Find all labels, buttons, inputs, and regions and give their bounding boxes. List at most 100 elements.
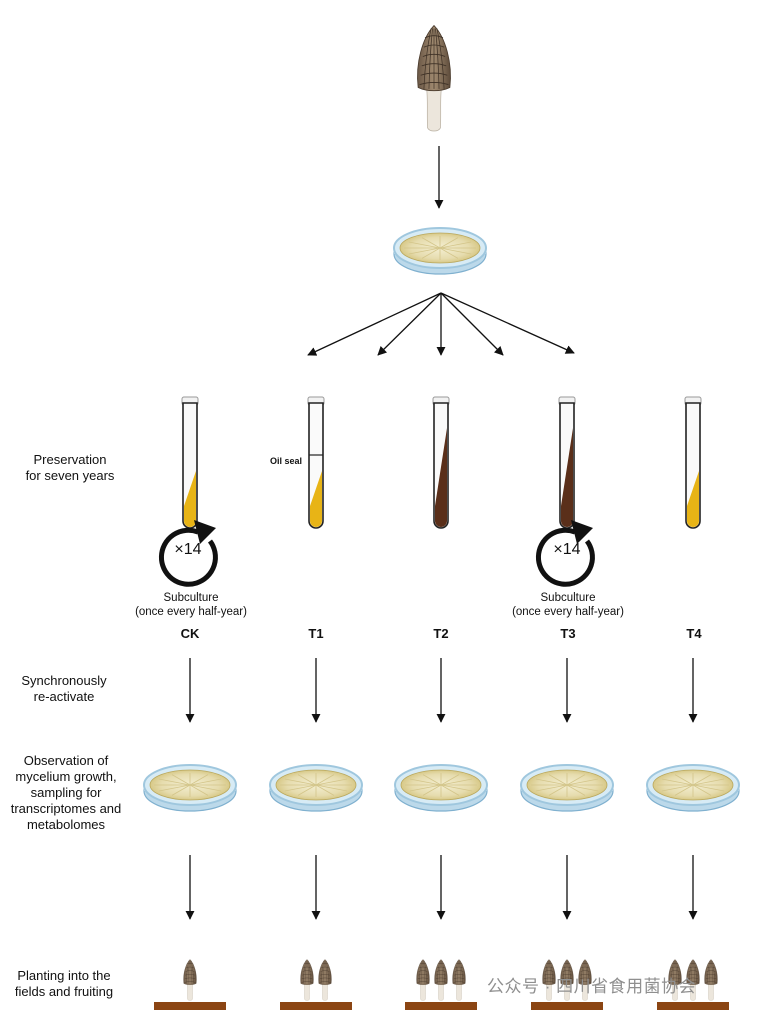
fruiting-morel-ck-1 [183, 959, 197, 1001]
morel-ridge [423, 28, 432, 89]
oil-seal-label: Oil seal [270, 456, 303, 466]
subculture-line2-t3: (once every half-year) [512, 606, 624, 618]
morel-ridge [567, 960, 570, 985]
subculture-line1-t3: Subculture [540, 592, 596, 604]
group-label-t4: T4 [686, 626, 702, 641]
morel-ridge [441, 960, 446, 985]
mycelium-strand [439, 237, 459, 249]
morel-stem [303, 982, 311, 1001]
mycelium-strand [409, 784, 442, 792]
morel-ridge [706, 960, 711, 985]
mycelium-strand [315, 778, 348, 786]
petri-dish-ck [143, 764, 237, 812]
subculture-text-t3: Subculture (once every half-year) [488, 591, 648, 619]
morel-ridge [418, 960, 423, 985]
petri-dish-t1 [269, 764, 363, 812]
mycelium-strand [189, 774, 209, 786]
tube-medium [310, 471, 322, 527]
morel-ridge [322, 960, 325, 985]
mycelium-strand [284, 784, 317, 792]
mycelium-strand [422, 774, 442, 786]
cycle-head [194, 520, 216, 544]
morel-ridge [459, 960, 464, 985]
morel-ridge [688, 960, 693, 985]
morel-ridge [435, 28, 440, 89]
mycelium-strand [548, 784, 568, 796]
morel-stem [545, 982, 553, 1001]
morel-ridge [585, 960, 590, 985]
mycelium-strand [158, 778, 191, 786]
mycelium-strand [439, 247, 459, 259]
mycelium-strand [408, 241, 441, 249]
morel-stem [437, 982, 445, 1001]
tube-medium [184, 471, 196, 527]
mycelium-strand [674, 774, 694, 786]
arrow-fan-2 [377, 292, 442, 356]
morel-ridge [549, 960, 552, 985]
mycelium-strand [692, 774, 712, 786]
mycelium-strand [158, 784, 191, 792]
morel-ridge [428, 28, 433, 89]
morel-ridge [423, 960, 426, 985]
petri-dish-t4 [646, 764, 740, 812]
subculture-line1-ck: Subculture [163, 592, 219, 604]
morel-ridge [307, 960, 310, 985]
source-dish [393, 227, 487, 275]
morel-ridge [456, 960, 459, 985]
fruiting-morel-t4-3 [704, 959, 718, 1001]
fruiting-morel-t3-2 [560, 959, 574, 1001]
mycelium-strand [189, 784, 209, 796]
petri-dish-t2 [394, 764, 488, 812]
mycelium-strand [440, 774, 460, 786]
fruiting-morel-t1-2 [318, 959, 332, 1001]
mycelium-strand [409, 778, 442, 786]
mycelium-strand [315, 784, 348, 792]
mycelium-strand [566, 778, 599, 786]
morel-ridge [544, 960, 549, 985]
arrow-fan-4 [440, 292, 504, 356]
mycelium-strand [440, 778, 473, 786]
mycelium-strand [408, 247, 441, 255]
mycelium-strand [692, 784, 712, 796]
mycelium-strand [439, 241, 472, 249]
fruiting-morel-t3-1 [542, 959, 556, 1001]
morel-ridge [675, 960, 680, 985]
cycle-arc [535, 527, 595, 587]
mycelium-strand [440, 784, 473, 792]
soil-t4 [657, 1002, 729, 1010]
mycelium-strand [566, 774, 586, 786]
morel-ridge [441, 960, 444, 985]
morel-ridge [675, 960, 678, 985]
mycelium-strand [535, 778, 568, 786]
tube-medium [687, 471, 699, 527]
subculture-count-t3: ×14 [553, 541, 581, 558]
soil-t3 [531, 1002, 603, 1010]
morel-ridge [711, 960, 716, 985]
morel-ridge [302, 960, 307, 985]
fruiting-morel-t4-1 [668, 959, 682, 1001]
test-tube-ck [181, 396, 199, 529]
morel-ridge [564, 960, 567, 985]
mycelium-strand [566, 784, 586, 796]
morel-stem [186, 982, 194, 1001]
test-tube-t1 [307, 396, 325, 529]
arrow-fan-5 [440, 292, 575, 354]
morel-ridge [690, 960, 693, 985]
mycelium-strand [189, 784, 222, 792]
morel-ridge [307, 960, 312, 985]
petri-dish-t3 [520, 764, 614, 812]
cycle-arrow-t3 [535, 520, 595, 587]
mycelium-strand [315, 784, 335, 796]
mycelium-strand [421, 247, 441, 259]
morel-ridge [693, 960, 696, 985]
mycelium-strand [440, 784, 460, 796]
fruiting-morel-t2-1 [416, 959, 430, 1001]
morel-ridge [187, 960, 190, 985]
morel-ridge [325, 960, 330, 985]
morel-stem [563, 982, 571, 1001]
morel-ridge [670, 960, 675, 985]
group-label-t2: T2 [433, 626, 449, 641]
morel-stem [671, 982, 679, 1001]
